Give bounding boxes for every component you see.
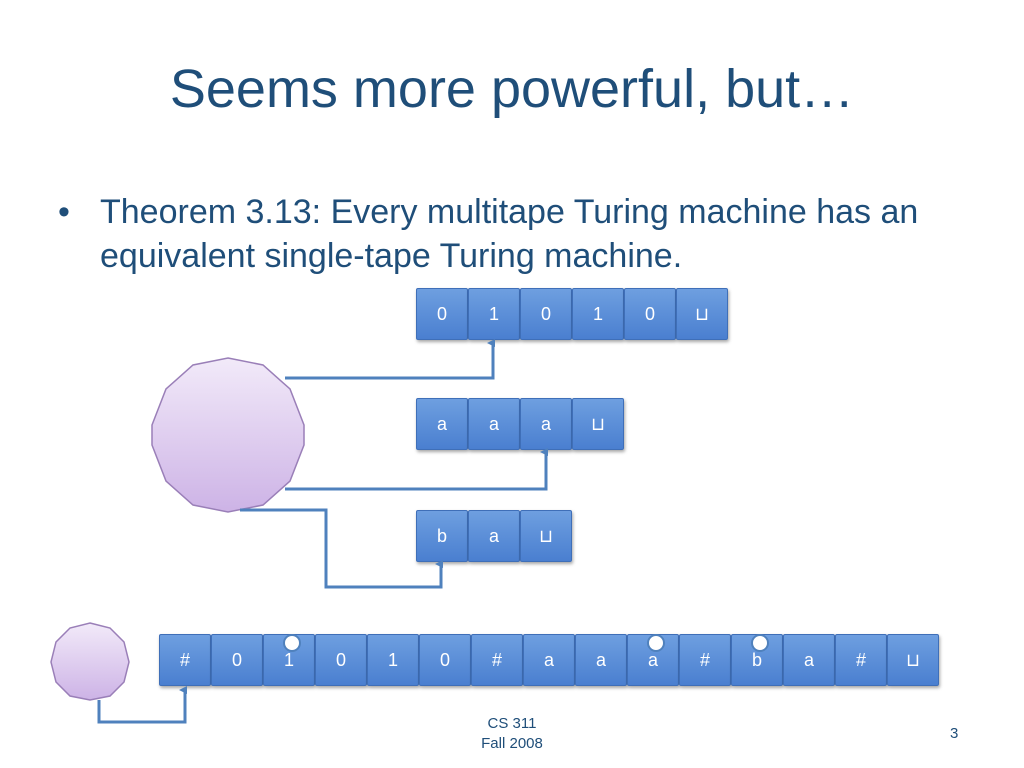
single-tape-cell: 0 (211, 634, 263, 686)
connector-single-tape (97, 686, 187, 724)
single-tape-cell: b (731, 634, 783, 686)
tape-1-cell: ⊔ (676, 288, 728, 340)
single-tape-cell: ⊔ (887, 634, 939, 686)
tape-2-cell: ⊔ (572, 398, 624, 450)
tape-2-cell: a (416, 398, 468, 450)
single-tape-cell: # (835, 634, 887, 686)
single-tape-cell: a (627, 634, 679, 686)
connector-tape3 (240, 508, 443, 589)
theorem-text: Theorem 3.13: Every multitape Turing mac… (100, 193, 919, 275)
single-tape-cell: # (159, 634, 211, 686)
tape-3-cell: a (468, 510, 520, 562)
tape-1-cell: 1 (468, 288, 520, 340)
connector-tape1 (285, 339, 495, 380)
tape-2-cell: a (468, 398, 520, 450)
single-tape-cell: 1 (263, 634, 315, 686)
single-tape-cell: a (783, 634, 835, 686)
slide-title: Seems more powerful, but… (169, 59, 855, 119)
bullet-dot: • (58, 193, 70, 231)
course-name: CS 311 (487, 715, 537, 732)
tape-2-cell: a (520, 398, 572, 450)
single-tape-cell: # (679, 634, 731, 686)
single-tape-cell: 1 (367, 634, 419, 686)
single-tape-cell: 0 (315, 634, 367, 686)
machine-s-label: S (83, 651, 97, 673)
course-footer: CS 311 Fall 2008 (462, 714, 562, 754)
tape-3-cell: b (416, 510, 468, 562)
single-tape-cell: a (575, 634, 627, 686)
single-tape-cell: 0 (419, 634, 471, 686)
tape-3-cell: ⊔ (520, 510, 572, 562)
theorem-bullet: • Theorem 3.13: Every multitape Turing m… (58, 190, 958, 278)
connector-tape2 (285, 448, 548, 491)
tape-1-cell: 1 (572, 288, 624, 340)
single-tape-cell: a (523, 634, 575, 686)
tape-1-cell: 0 (624, 288, 676, 340)
tape-1-cell: 0 (416, 288, 468, 340)
page-number: 3 (950, 725, 959, 742)
tape-1-cell: 0 (520, 288, 572, 340)
course-term: Fall 2008 (481, 735, 543, 752)
machine-m-label: M (218, 423, 235, 445)
single-tape-cell: # (471, 634, 523, 686)
